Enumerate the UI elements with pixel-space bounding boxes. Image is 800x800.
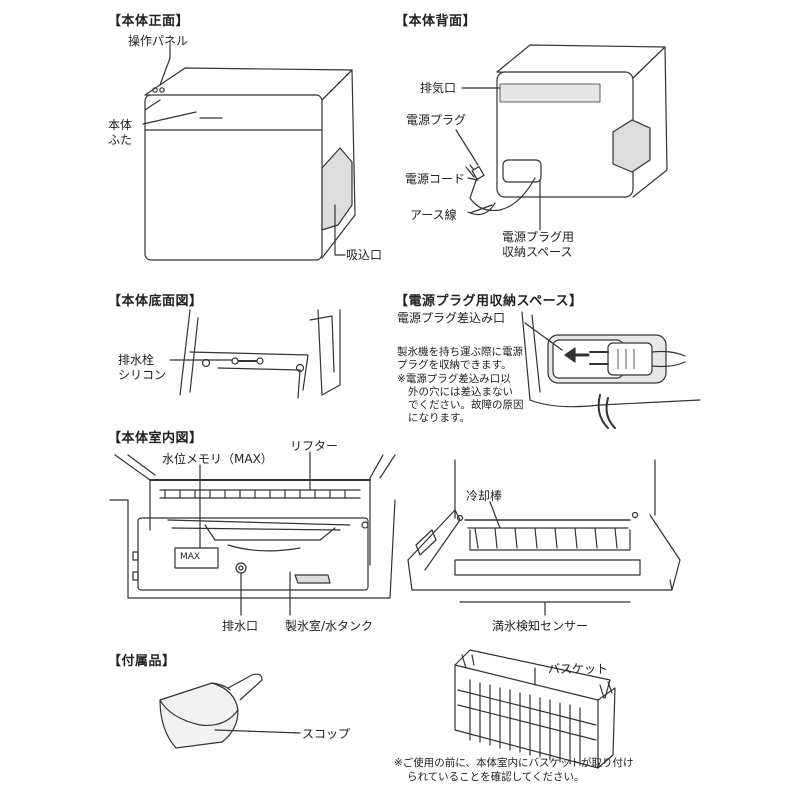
lifter-label: リフター xyxy=(290,439,339,453)
interior-right-drawing xyxy=(407,459,681,591)
plug-note-line1: 製氷機を持ち運ぶ際に電源 xyxy=(397,346,523,358)
insert-port-label: 電源プラグ差込み口 xyxy=(397,311,506,325)
storage-label-line1: 電源プラグ用 xyxy=(502,230,575,244)
bottom-heading: 【本体底面図】 xyxy=(108,294,203,309)
plug-leader xyxy=(455,129,479,166)
back-heading: 【本体背面】 xyxy=(395,14,477,29)
plug-note-line5: でください。故障の原因 xyxy=(408,399,524,411)
lid-label-line1: 本体 xyxy=(108,118,133,132)
front-heading: 【本体正面】 xyxy=(108,14,190,29)
cord-leader xyxy=(467,177,479,181)
earth-leader xyxy=(469,204,493,214)
drain-plug-label-line2: シリコン xyxy=(118,368,167,382)
back-unit-drawing xyxy=(465,44,668,216)
insert-leader xyxy=(524,322,563,351)
plug-note-line6: になります。 xyxy=(408,412,470,424)
operation-panel-label: 操作パネル xyxy=(128,34,189,48)
water-level-label: 水位メモリ（MAX） xyxy=(162,452,273,466)
panel-leader xyxy=(159,45,171,86)
lid-label-line2: ふた xyxy=(108,133,133,147)
cooling-rod-label: 冷却棒 xyxy=(466,489,503,503)
scoop-label: スコップ xyxy=(302,727,351,741)
storage-label-line2: 収納スペース xyxy=(502,245,573,259)
plug-note-line4: 外の穴には差込まない xyxy=(408,386,513,398)
plug-label: 電源プラグ xyxy=(406,113,467,127)
plug-note-line2: プラグを収納できます。 xyxy=(397,359,512,371)
accessory-note-line1: ※ご使用の前に、本体室内にバスケットが取り付け xyxy=(394,757,634,769)
plug-space-drawing xyxy=(521,311,701,429)
bottom-drawing xyxy=(179,309,341,399)
earth-label: アース線 xyxy=(410,208,457,222)
ice-tank-label: 製氷室/水タンク xyxy=(285,619,374,633)
drain-plug-label-line1: 排水栓 xyxy=(118,353,155,367)
accessories-heading: 【付属品】 xyxy=(108,654,176,669)
interior-heading: 【本体室内図】 xyxy=(108,431,203,446)
scoop-leader xyxy=(214,729,301,734)
scoop-drawing xyxy=(159,673,263,749)
front-unit-drawing xyxy=(144,67,356,261)
sensor-leader xyxy=(459,601,631,616)
drain-label: 排水口 xyxy=(222,619,259,633)
basket-drawing xyxy=(454,649,616,769)
interior-left-drawing xyxy=(109,454,396,599)
coolingrod-leader xyxy=(489,501,501,529)
plug-space-heading: 【電源プラグ用収納スペース】 xyxy=(395,294,583,309)
cord-label: 電源コード xyxy=(405,172,466,186)
basket-label: バスケット xyxy=(548,662,609,676)
intake-leader xyxy=(334,204,346,256)
max-mark: MAX xyxy=(180,552,201,562)
accessory-note-line2: られていることを確認してください。 xyxy=(407,771,585,783)
full-sensor-label: 満氷検知センサー xyxy=(492,619,589,633)
exhaust-label: 排気口 xyxy=(420,81,457,95)
intake-label: 吸込口 xyxy=(346,248,383,262)
plug-note-line3: ※電源プラグ差込み口以 xyxy=(397,373,511,385)
lid-leader xyxy=(142,111,197,125)
